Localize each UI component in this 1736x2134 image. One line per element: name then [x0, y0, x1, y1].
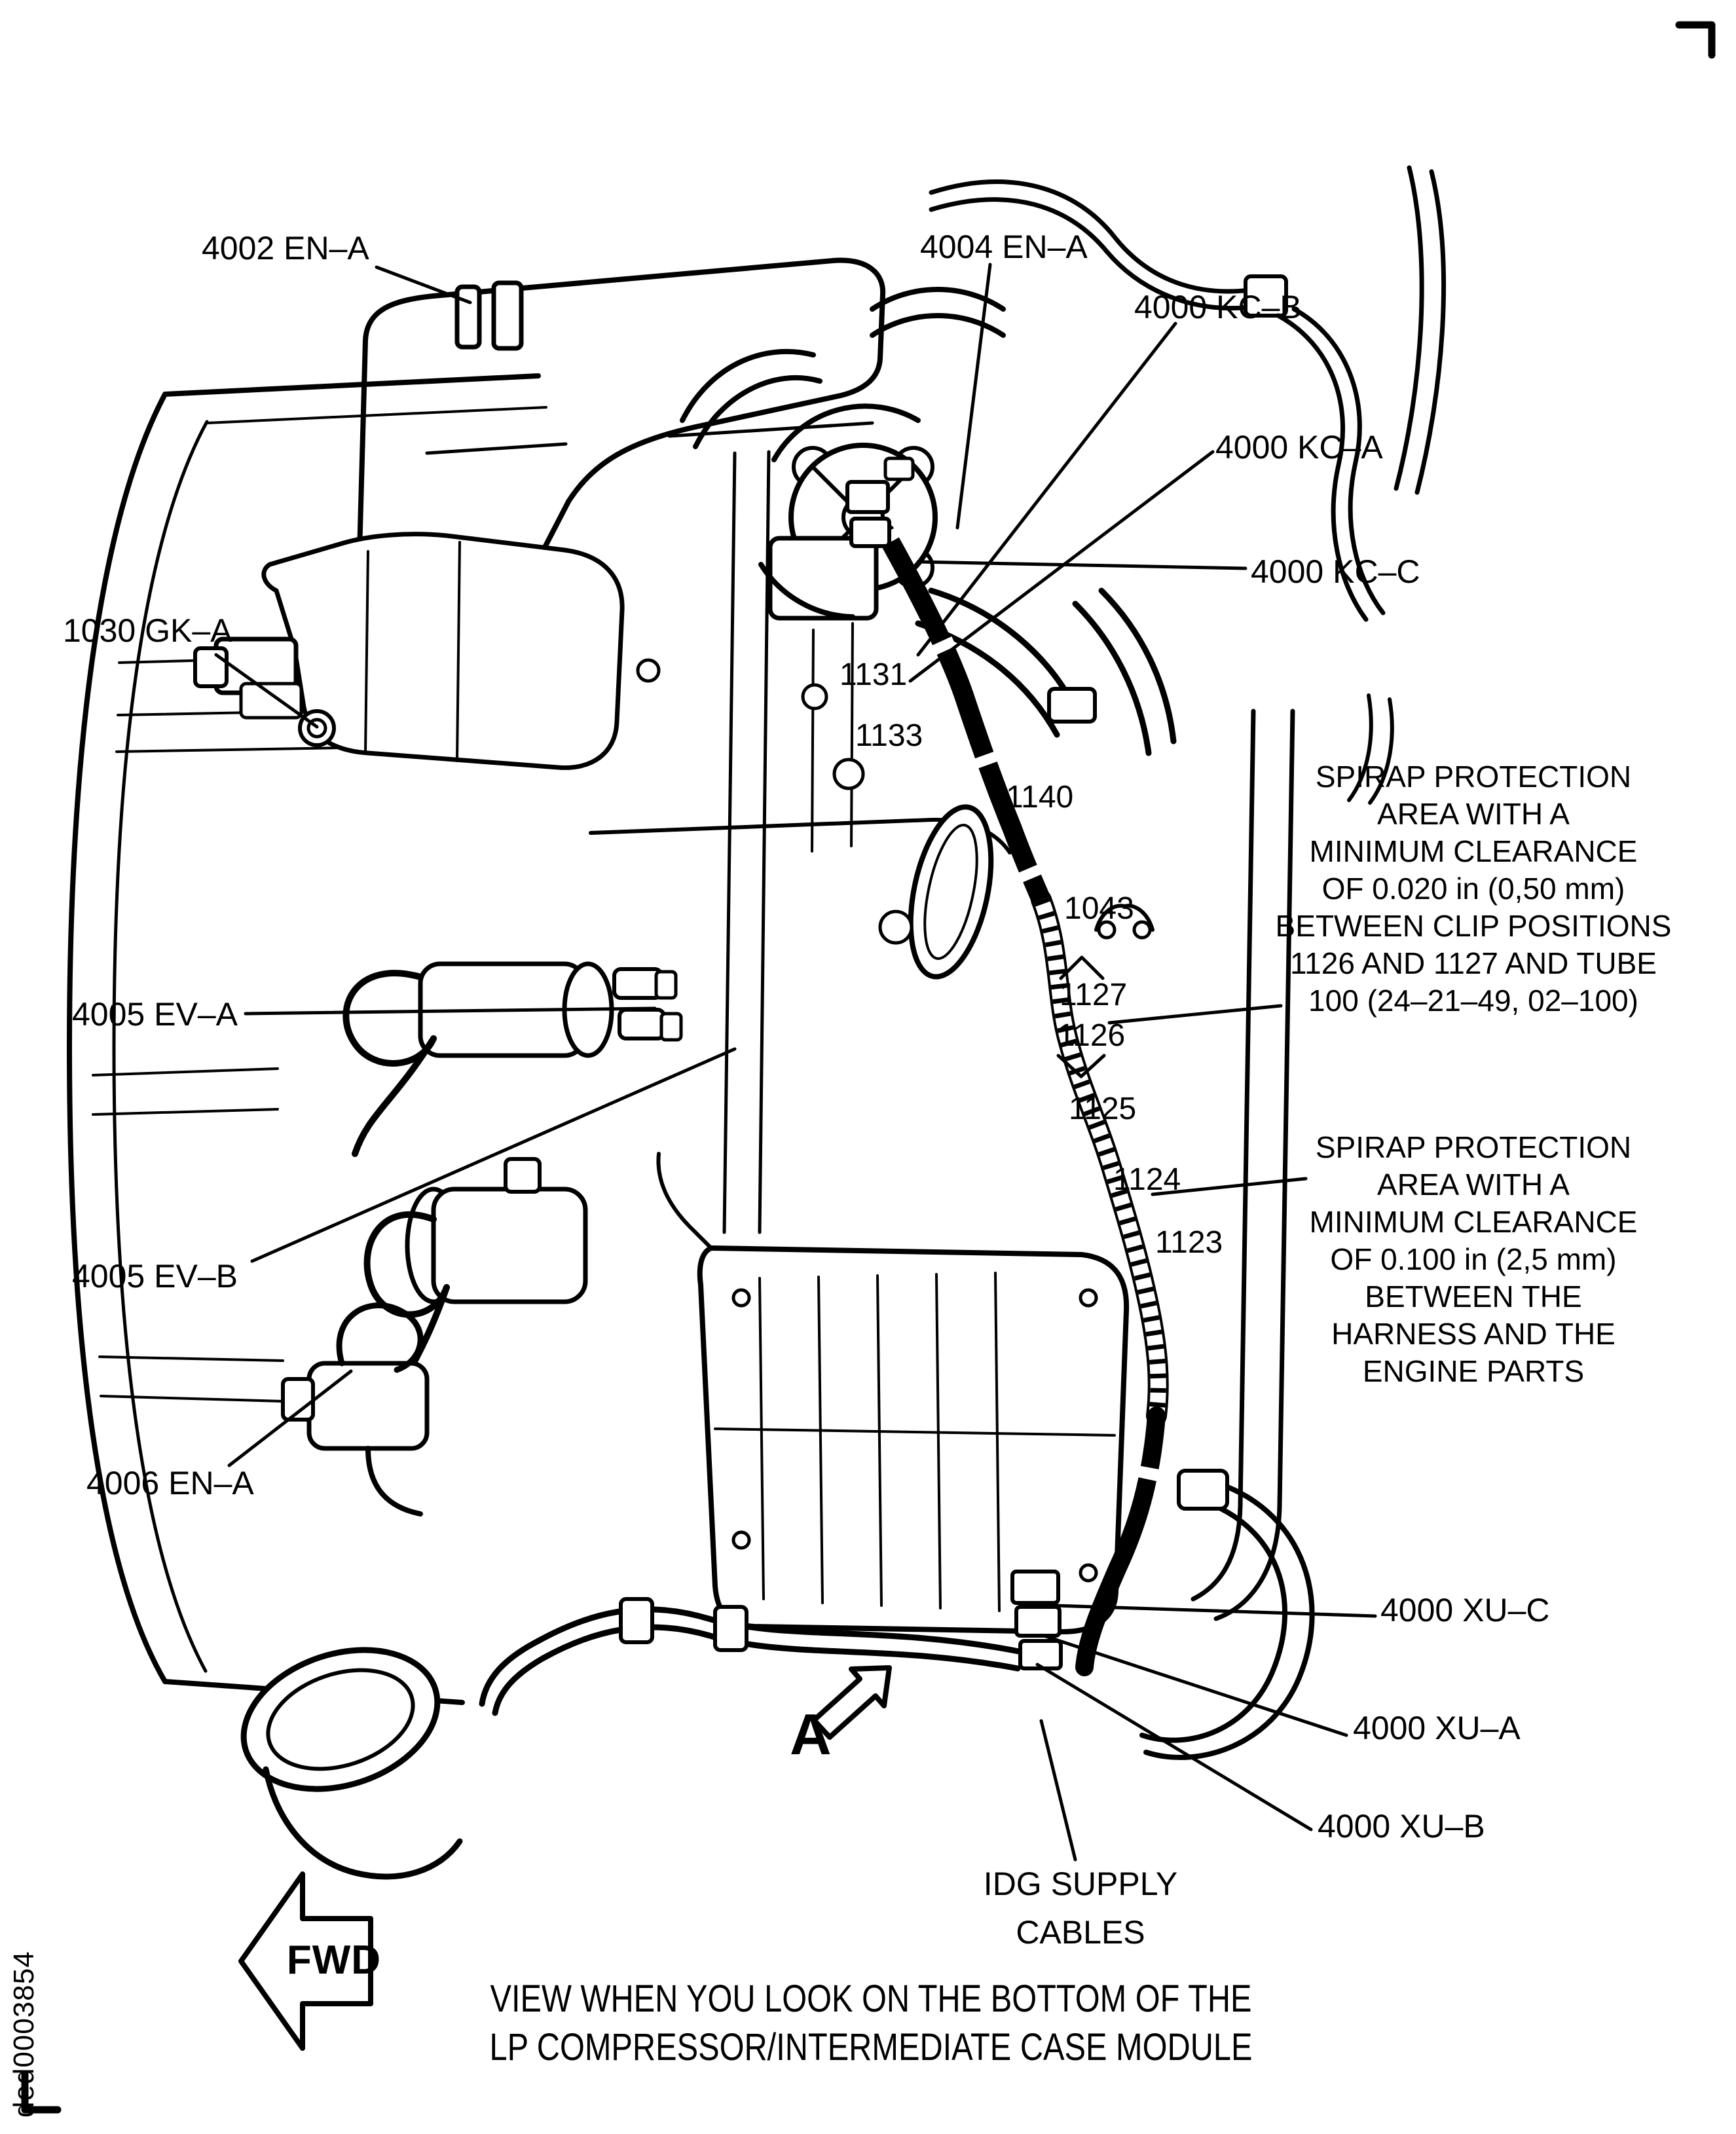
figure-caption: VIEW WHEN YOU LOOK ON THE BOTTOM OF THE … — [321, 1975, 1421, 2072]
note-line: AREA WITH A — [1377, 797, 1570, 831]
detail-view-letter: A — [790, 1702, 832, 1767]
clip-range-chevrons — [1056, 955, 1106, 1078]
leader-4000-kc-c — [916, 560, 1247, 570]
clip-number-1124: 1124 — [1113, 1162, 1181, 1197]
note-line: 100 (24–21–49, 02–100) — [1308, 984, 1638, 1018]
leader-4000-xu-a — [1042, 1634, 1348, 1737]
leader-4006-en-a — [227, 1369, 353, 1467]
note-line: BETWEEN THE — [1365, 1279, 1582, 1314]
callout-4000-xu-c: 4000 XU–C — [1380, 1592, 1550, 1628]
note-line: OF 0.020 in (0,50 mm) — [1321, 872, 1625, 906]
corner-marks — [21, 21, 1716, 2114]
idg-cables-art — [479, 1597, 1022, 1716]
leader-1030-gk-a — [214, 653, 319, 729]
clip-number-1127: 1127 — [1060, 978, 1128, 1012]
note-line: BETWEEN CLIP POSITIONS — [1275, 909, 1672, 943]
note-line: MINIMUM CLEARANCE — [1309, 1205, 1638, 1239]
callout-4000-xu-a: 4000 XU–A — [1353, 1710, 1521, 1746]
clip-number-1131: 1131 — [840, 657, 908, 692]
callout-4006-en-a: 4006 EN–A — [86, 1465, 254, 1501]
clip-number-1123: 1123 — [1155, 1225, 1223, 1260]
callout-4004-en-a: 4004 EN–A — [920, 229, 1088, 265]
detail-view-arrow-icon — [811, 1665, 892, 1740]
corner-mark-top-right — [1675, 21, 1716, 59]
callout-1030-gk-a: 1030 GK–A — [63, 612, 232, 649]
callout-4000-kc-b: 4000 KC–B — [1134, 289, 1302, 325]
clamp-1043-art — [1094, 904, 1154, 940]
clip-number-1133: 1133 — [855, 718, 923, 753]
leader-4000-kc-a — [908, 450, 1215, 683]
leader-idg-cables — [1039, 1719, 1077, 1862]
leader-note-bottom — [1151, 1177, 1308, 1196]
callout-4005-ev-b: 4005 EV–B — [72, 1258, 238, 1295]
valve-4006-art — [281, 1302, 430, 1517]
note-line: SPIRAP PROTECTION — [1315, 1130, 1632, 1164]
clearance-note-top: SPIRAP PROTECTION AREA WITH A MINIMUM CL… — [1244, 758, 1703, 1020]
center-structure-art — [589, 450, 1012, 1250]
callout-4000-kc-a: 4000 KC–A — [1215, 429, 1383, 466]
callout-4000-xu-b: 4000 XU–B — [1318, 1808, 1485, 1845]
leader-4000-xu-b — [1035, 1663, 1313, 1831]
fwd-arrow-label: FWD — [286, 1938, 382, 1983]
corner-mark-bottom-left — [21, 2070, 62, 2114]
leader-4005-ev-a — [244, 1006, 657, 1016]
clip-number-1043: 1043 — [1064, 891, 1134, 926]
note-line: SPIRAP PROTECTION — [1315, 760, 1632, 794]
gearbox-1030-art — [193, 532, 625, 770]
note-line: OF 0.100 in (2,5 mm) — [1330, 1242, 1617, 1276]
leader-4000-xu-c — [1054, 1604, 1377, 1618]
harness-art — [845, 456, 1169, 1676]
callout-idg-supply-cables: IDG SUPPLY CABLES — [950, 1860, 1211, 1957]
clip-number-1126: 1126 — [1058, 1018, 1126, 1053]
clip-number-1125: 1125 — [1069, 1092, 1137, 1126]
fwd-arrow-icon — [238, 1871, 373, 2051]
callout-4005-ev-a: 4005 EV–A — [72, 996, 238, 1033]
caption-line-2: LP COMPRESSOR/INTERMEDIATE CASE MODULE — [489, 2026, 1253, 2069]
note-line: HARNESS AND THE — [1331, 1317, 1616, 1351]
callout-4000-kc-c: 4000 KC–C — [1251, 553, 1420, 590]
document-id: ded0003854 — [8, 1951, 40, 2118]
callout-4002-en-a: 4002 EN–A — [202, 230, 369, 267]
tubes-art — [680, 165, 1447, 805]
note-line: AREA WITH A — [1377, 1168, 1570, 1202]
idg-line-1: IDG SUPPLY — [983, 1866, 1178, 1902]
leader-lines — [214, 263, 1377, 1862]
xu-connectors-art — [1010, 1570, 1063, 1670]
note-line: 1126 AND 1127 AND TUBE — [1290, 946, 1657, 980]
leader-4002-en-a — [375, 265, 472, 304]
leader-4000-kc-b — [916, 322, 1177, 657]
note-line: MINIMUM CLEARANCE — [1309, 834, 1638, 868]
clearance-note-bottom: SPIRAP PROTECTION AREA WITH A MINIMUM CL… — [1244, 1129, 1703, 1390]
clip-number-1140: 1140 — [1006, 780, 1074, 815]
leader-4005-ev-b — [250, 1047, 737, 1263]
lower-gearbox-art — [697, 1245, 1130, 1634]
drain-elbow-art — [240, 1647, 463, 1880]
caption-line-1: VIEW WHEN YOU LOOK ON THE BOTTOM OF THE — [490, 1978, 1252, 2020]
leader-4004-en-a — [955, 263, 992, 530]
note-line: ENGINE PARTS — [1362, 1354, 1585, 1388]
idg-line-2: CABLES — [1016, 1914, 1145, 1951]
leader-note-top — [1107, 1004, 1283, 1025]
